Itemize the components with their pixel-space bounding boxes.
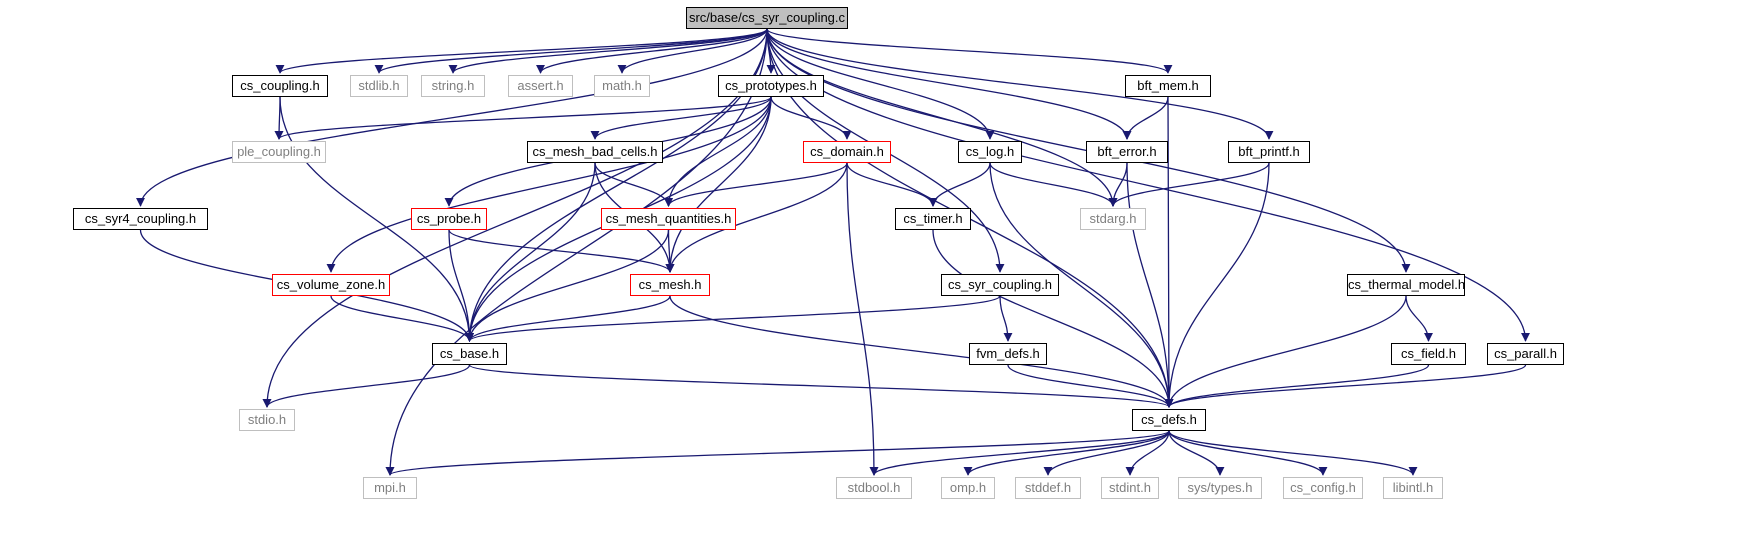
node-stdbool: stdbool.h — [836, 477, 912, 499]
node-stdio: stdio.h — [239, 409, 295, 431]
edge-root-to-bft_error — [766, 28, 1132, 140]
edge-bft_printf-to-cs_defs — [1164, 162, 1270, 408]
edge-cs_syr_coupling-to-cs_base — [465, 295, 1001, 342]
node-stdlib: stdlib.h — [350, 75, 408, 97]
edge-cs_parall-to-cs_defs — [1164, 364, 1527, 408]
edge-cs_prototypes-to-cs_domain — [770, 96, 852, 140]
node-sys-types: sys/types.h — [1178, 477, 1262, 499]
edge-root-to-bft_mem — [766, 28, 1173, 74]
node-cs-base[interactable]: cs_base.h — [432, 343, 507, 365]
node-cs-defs[interactable]: cs_defs.h — [1132, 409, 1206, 431]
edge-cs_syr_coupling-to-fvm_defs — [999, 295, 1013, 342]
edge-root-to-math — [617, 28, 768, 74]
node-libintl: libintl.h — [1383, 477, 1443, 499]
edge-cs_thermal_model-to-cs_field — [1405, 295, 1434, 342]
edge-cs_defs-to-cs_config — [1168, 430, 1328, 476]
node-assert: assert.h — [508, 75, 573, 97]
edge-root-to-assert — [536, 28, 768, 74]
node-bft-error[interactable]: bft_error.h — [1086, 141, 1168, 163]
dependency-edges — [136, 28, 1531, 476]
edge-cs_domain-to-cs_mesh_quantities — [664, 162, 848, 207]
node-cs-parall[interactable]: cs_parall.h — [1487, 343, 1564, 365]
edge-cs_prototypes-to-cs_mesh_bad_cells — [590, 96, 772, 140]
edge-root-to-bft_printf — [766, 28, 1274, 140]
node-cs-syr4-coupling[interactable]: cs_syr4_coupling.h — [73, 208, 208, 230]
edge-cs_field-to-cs_defs — [1164, 364, 1430, 408]
edge-cs_mesh_bad_cells-to-cs_base — [464, 162, 596, 342]
edge-cs_base-to-cs_defs — [468, 364, 1174, 408]
edge-cs_probe-to-cs_base — [448, 229, 475, 342]
node-cs-volume-zone[interactable]: cs_volume_zone.h — [272, 274, 390, 296]
node-fvm-defs[interactable]: fvm_defs.h — [969, 343, 1047, 365]
edge-cs_prototypes-to-cs_volume_zone — [326, 96, 772, 273]
node-string: string.h — [421, 75, 485, 97]
edge-cs_defs-to-omp — [963, 430, 1170, 476]
edge-cs_defs-to-stddef — [1043, 430, 1170, 476]
edge-cs_log-to-cs_timer — [928, 162, 991, 207]
node-cs-prototypes[interactable]: cs_prototypes.h — [718, 75, 824, 97]
edge-cs_thermal_model-to-cs_defs — [1164, 295, 1407, 408]
edge-bft_error-to-cs_defs — [1126, 162, 1174, 408]
edge-cs_volume_zone-to-cs_base — [330, 295, 474, 342]
edge-fvm_defs-to-cs_defs — [1007, 364, 1174, 408]
node-omp: omp.h — [941, 477, 995, 499]
node-cs-config: cs_config.h — [1283, 477, 1363, 499]
edge-cs_prototypes-to-cs_mesh_quantities — [663, 96, 772, 207]
edge-cs_defs-to-stdint — [1125, 430, 1170, 476]
edge-cs_mesh-to-cs_defs — [669, 295, 1174, 408]
node-cs-mesh[interactable]: cs_mesh.h — [630, 274, 710, 296]
edge-cs_domain-to-stdbool — [846, 162, 879, 476]
edge-cs_log-to-stdarg — [989, 162, 1118, 207]
node-cs-coupling[interactable]: cs_coupling.h — [232, 75, 328, 97]
node-cs-field[interactable]: cs_field.h — [1391, 343, 1466, 365]
edge-root-to-stdarg — [766, 28, 1118, 207]
edge-cs_mesh_bad_cells-to-cs_mesh_quantities — [594, 162, 674, 207]
node-root-file: src/base/cs_syr_coupling.c — [686, 7, 848, 29]
edge-bft_mem-to-cs_defs — [1164, 96, 1174, 408]
node-cs-log[interactable]: cs_log.h — [958, 141, 1022, 163]
node-cs-mesh-bad-cells[interactable]: cs_mesh_bad_cells.h — [527, 141, 663, 163]
edge-cs_base-to-stdio — [262, 364, 471, 408]
edge-cs_domain-to-cs_timer — [846, 162, 938, 207]
edge-root-to-cs_coupling — [275, 28, 768, 74]
node-bft-mem[interactable]: bft_mem.h — [1125, 75, 1211, 97]
node-cs-timer[interactable]: cs_timer.h — [895, 208, 971, 230]
edge-bft_mem-to-bft_error — [1122, 96, 1169, 140]
node-cs-mesh-quantities[interactable]: cs_mesh_quantities.h — [601, 208, 736, 230]
edge-root-to-mpi — [385, 28, 768, 476]
node-bft-printf[interactable]: bft_printf.h — [1228, 141, 1310, 163]
node-cs-syr-coupling[interactable]: cs_syr_coupling.h — [941, 274, 1059, 296]
edge-cs_prototypes-to-ple_coupling — [274, 96, 772, 140]
edge-bft_printf-to-stdarg — [1108, 162, 1270, 207]
node-stdarg: stdarg.h — [1080, 208, 1146, 230]
edge-cs_timer-to-cs_defs — [932, 229, 1174, 408]
edge-cs_defs-to-stdbool — [869, 430, 1170, 476]
edge-cs_defs-to-sys_types — [1168, 430, 1225, 476]
edge-cs_defs-to-libintl — [1168, 430, 1418, 476]
node-stddef: stddef.h — [1015, 477, 1081, 499]
edge-cs_mesh_quantities-to-cs_base — [464, 229, 670, 342]
node-cs-thermal-model[interactable]: cs_thermal_model.h — [1347, 274, 1465, 296]
edge-cs_mesh-to-cs_base — [465, 295, 671, 342]
node-math: math.h — [594, 75, 650, 97]
edge-root-to-cs_syr4_coupling — [136, 28, 768, 207]
edge-cs_defs-to-mpi — [385, 430, 1170, 476]
edge-cs_coupling-to-cs_base — [279, 96, 475, 342]
node-ple-coupling: ple_coupling.h — [232, 141, 326, 163]
edge-cs_probe-to-cs_mesh — [448, 229, 675, 273]
edge-root-to-stdlib — [374, 28, 768, 74]
node-stdint: stdint.h — [1101, 477, 1159, 499]
node-cs-probe[interactable]: cs_probe.h — [411, 208, 487, 230]
edge-cs_log-to-cs_defs — [989, 162, 1174, 408]
edge-root-to-cs_log — [766, 28, 995, 140]
node-cs-domain[interactable]: cs_domain.h — [803, 141, 891, 163]
edge-cs_domain-to-cs_mesh — [665, 162, 848, 273]
node-mpi: mpi.h — [363, 477, 417, 499]
edge-root-to-string — [448, 28, 768, 74]
edge-cs_prototypes-to-cs_mesh — [665, 96, 772, 273]
